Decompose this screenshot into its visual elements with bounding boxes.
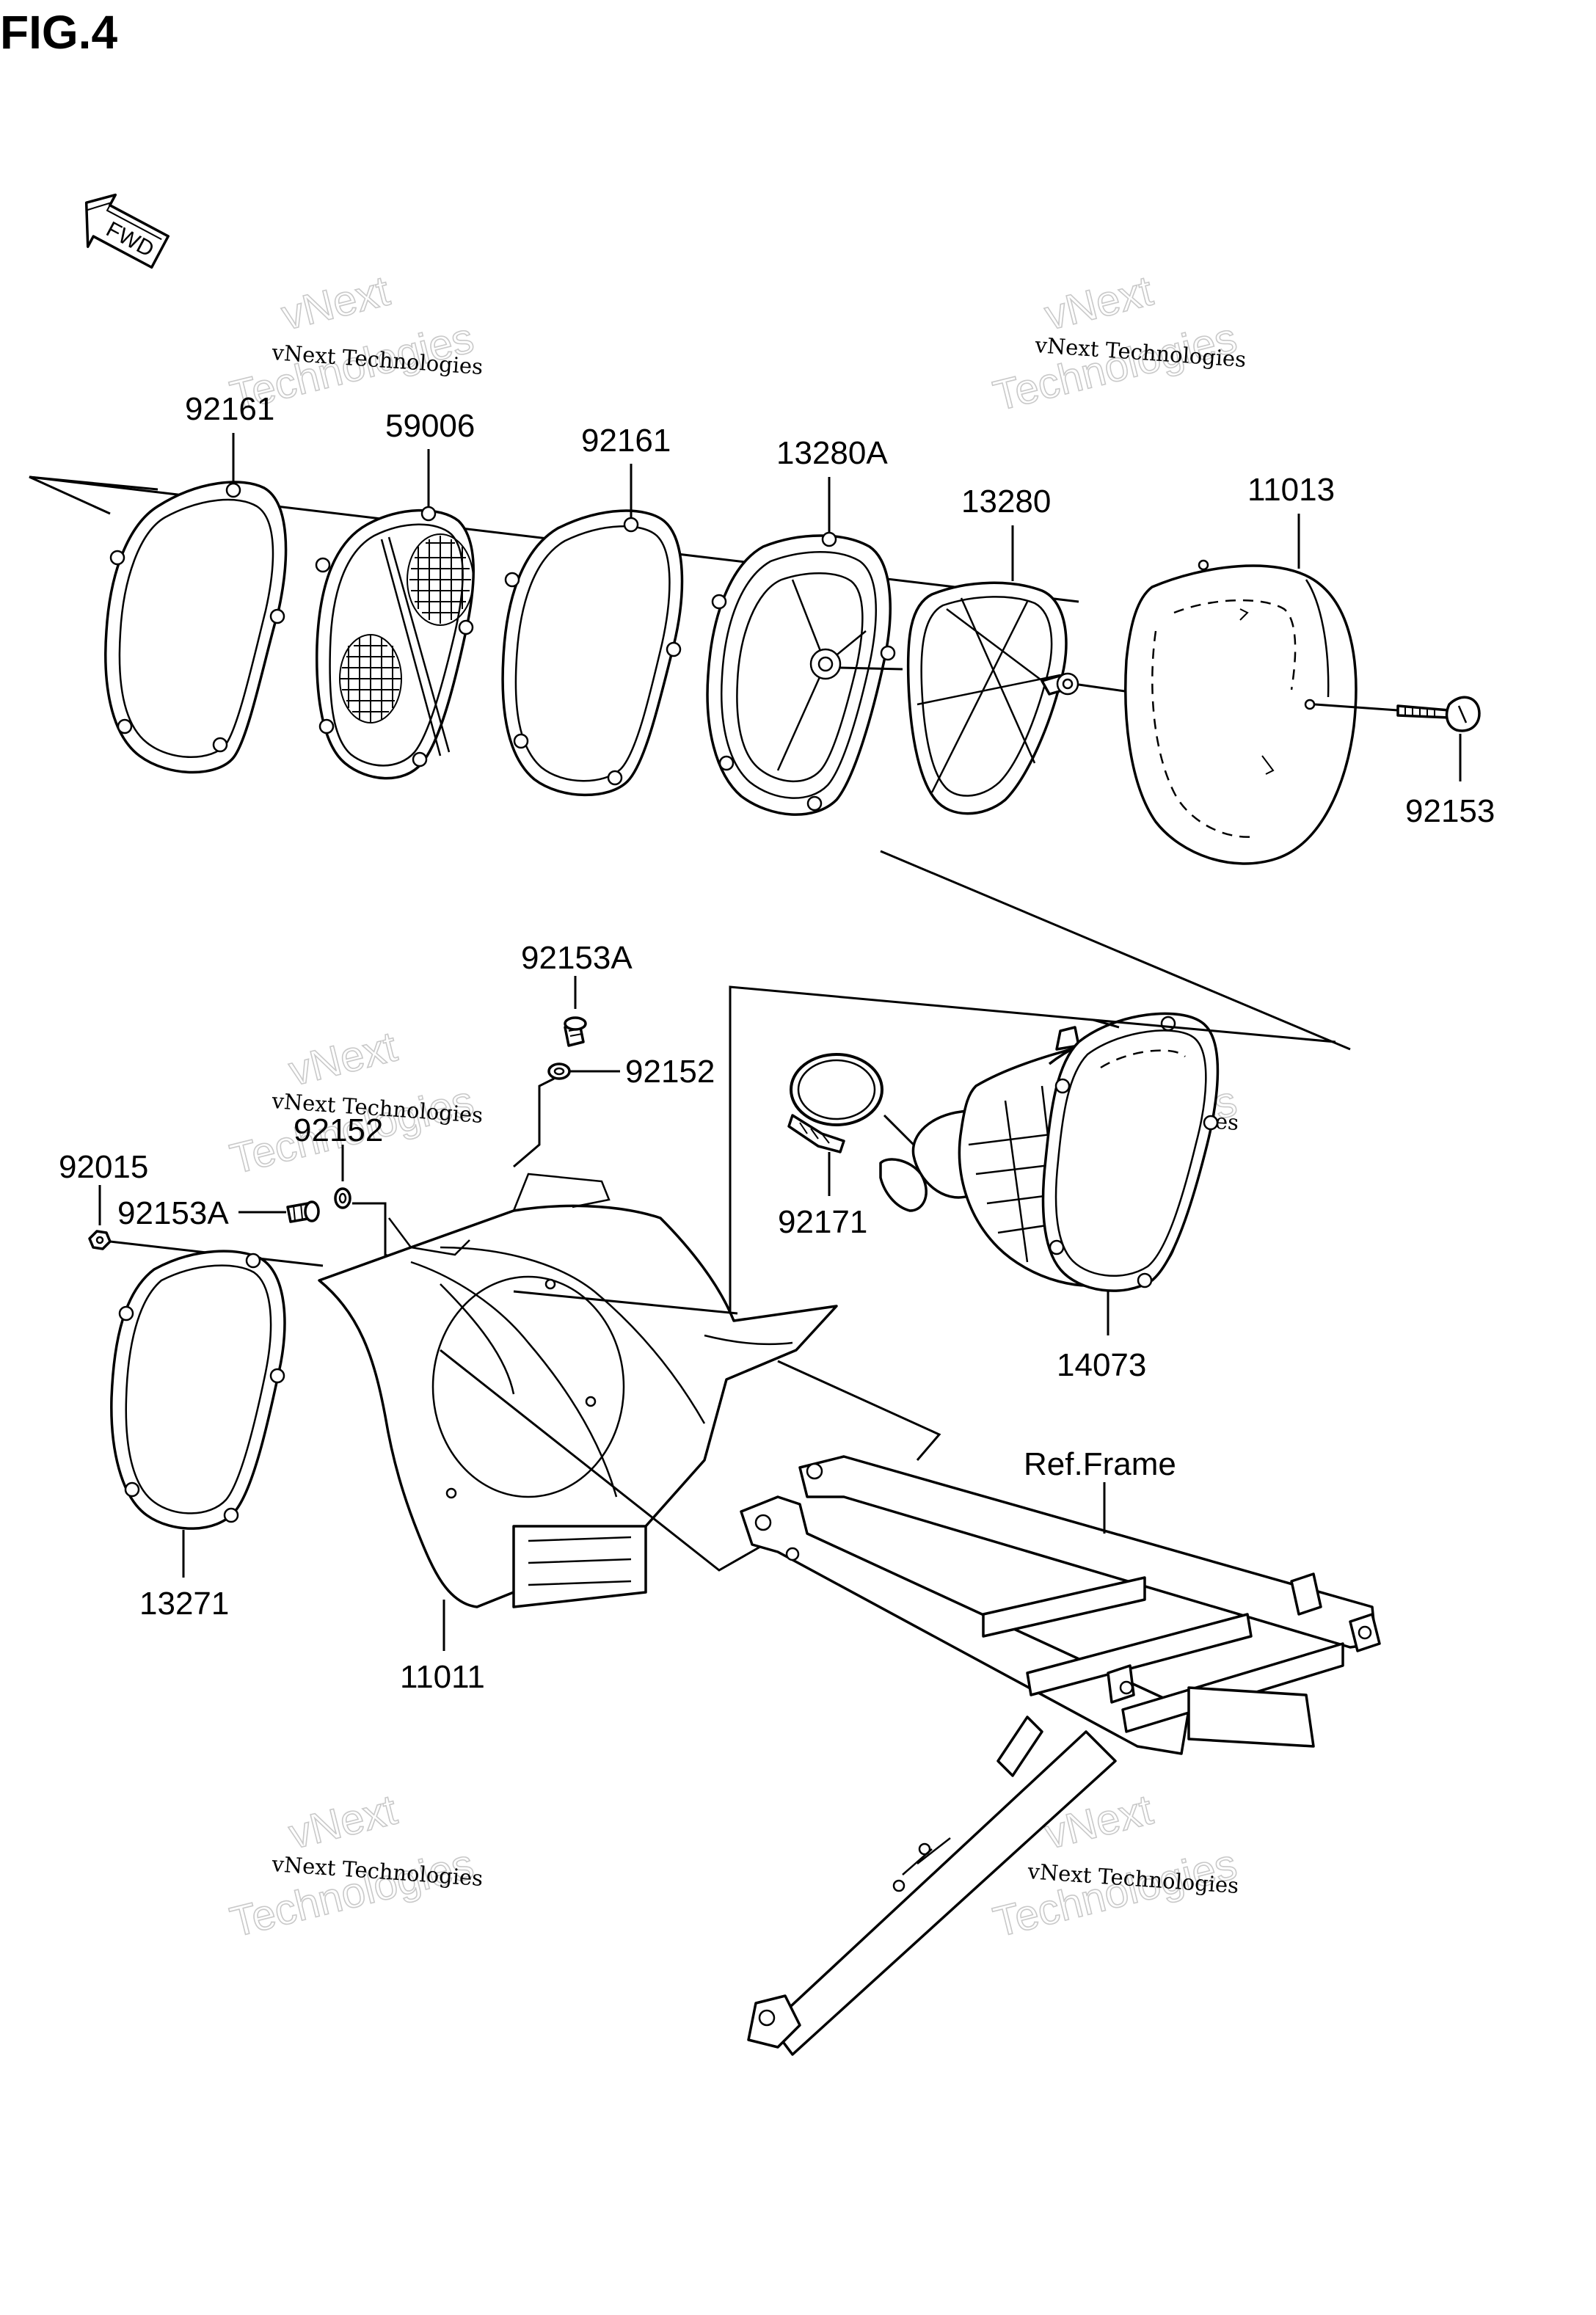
callout-14073: 14073 — [1057, 1347, 1146, 1383]
filter-cage-13280 — [906, 581, 1079, 815]
bolt-92153A-top — [564, 1016, 587, 1047]
callout-92161-mid: 92161 — [581, 423, 671, 459]
watermark-brand: vNext — [284, 1023, 401, 1095]
nut-92015 — [88, 1230, 112, 1250]
housing-flange-14073 — [1041, 1012, 1220, 1292]
air-filter-element-11013 — [1124, 559, 1358, 865]
gasket-92161-mid — [501, 509, 684, 797]
callout-11011: 11011 — [400, 1659, 485, 1695]
hose-clamp-92171 — [787, 1053, 883, 1153]
watermark-brand: vNext — [1040, 267, 1157, 340]
washer-92152-top — [547, 1062, 571, 1080]
frame-guide-lines — [440, 1290, 941, 1572]
mesh-pattern-lower — [339, 634, 402, 723]
callout-13280: 13280 — [961, 484, 1051, 519]
callout-92152-left: 92152 — [294, 1112, 383, 1148]
callout-13280A: 13280A — [776, 435, 888, 471]
callout-92161-left: 92161 — [185, 391, 274, 427]
callout-92153A-left: 92153A — [117, 1195, 229, 1231]
callout-13271: 13271 — [139, 1586, 229, 1622]
watermark-mid-left: vNext Technologies vNext Technologies — [225, 1022, 484, 1184]
figure-title: FIG.4 — [0, 6, 117, 59]
duct-guide-lines — [729, 985, 1336, 1328]
watermark-top-right: vNext Technologies vNext Technologies — [988, 266, 1247, 421]
bolt-92153A-left — [286, 1200, 320, 1223]
callout-ref-frame: Ref.Frame — [1024, 1446, 1176, 1482]
callout-92153A-top: 92153A — [521, 940, 633, 976]
callout-11013: 11013 — [1247, 472, 1335, 508]
filter-holder-13280A — [706, 531, 896, 816]
callout-92015: 92015 — [59, 1149, 148, 1185]
callout-59006: 59006 — [385, 408, 475, 444]
watermark-brand-sub: Technologies — [225, 1840, 478, 1947]
wing-bolt-92153 — [1396, 696, 1481, 732]
mesh-pattern-upper — [407, 533, 474, 626]
screen-59006 — [315, 506, 475, 780]
callout-92153: 92153 — [1405, 793, 1495, 829]
air-cleaner-case-11011 — [318, 1173, 838, 1608]
subframe-ref-frame — [740, 1455, 1381, 2056]
gasket-92161-left — [104, 481, 288, 774]
callout-92171: 92171 — [778, 1204, 867, 1240]
callout-92152-right: 92152 — [625, 1054, 715, 1090]
washer-92152-left — [334, 1187, 351, 1209]
fwd-arrow-icon: FWD — [84, 193, 170, 269]
watermark-brand: vNext — [284, 1786, 401, 1859]
watermark-brand: vNext — [277, 267, 394, 340]
watermark-bottom-left: vNext Technologies vNext Technologies — [225, 1785, 484, 1947]
gasket-13271 — [110, 1250, 286, 1530]
